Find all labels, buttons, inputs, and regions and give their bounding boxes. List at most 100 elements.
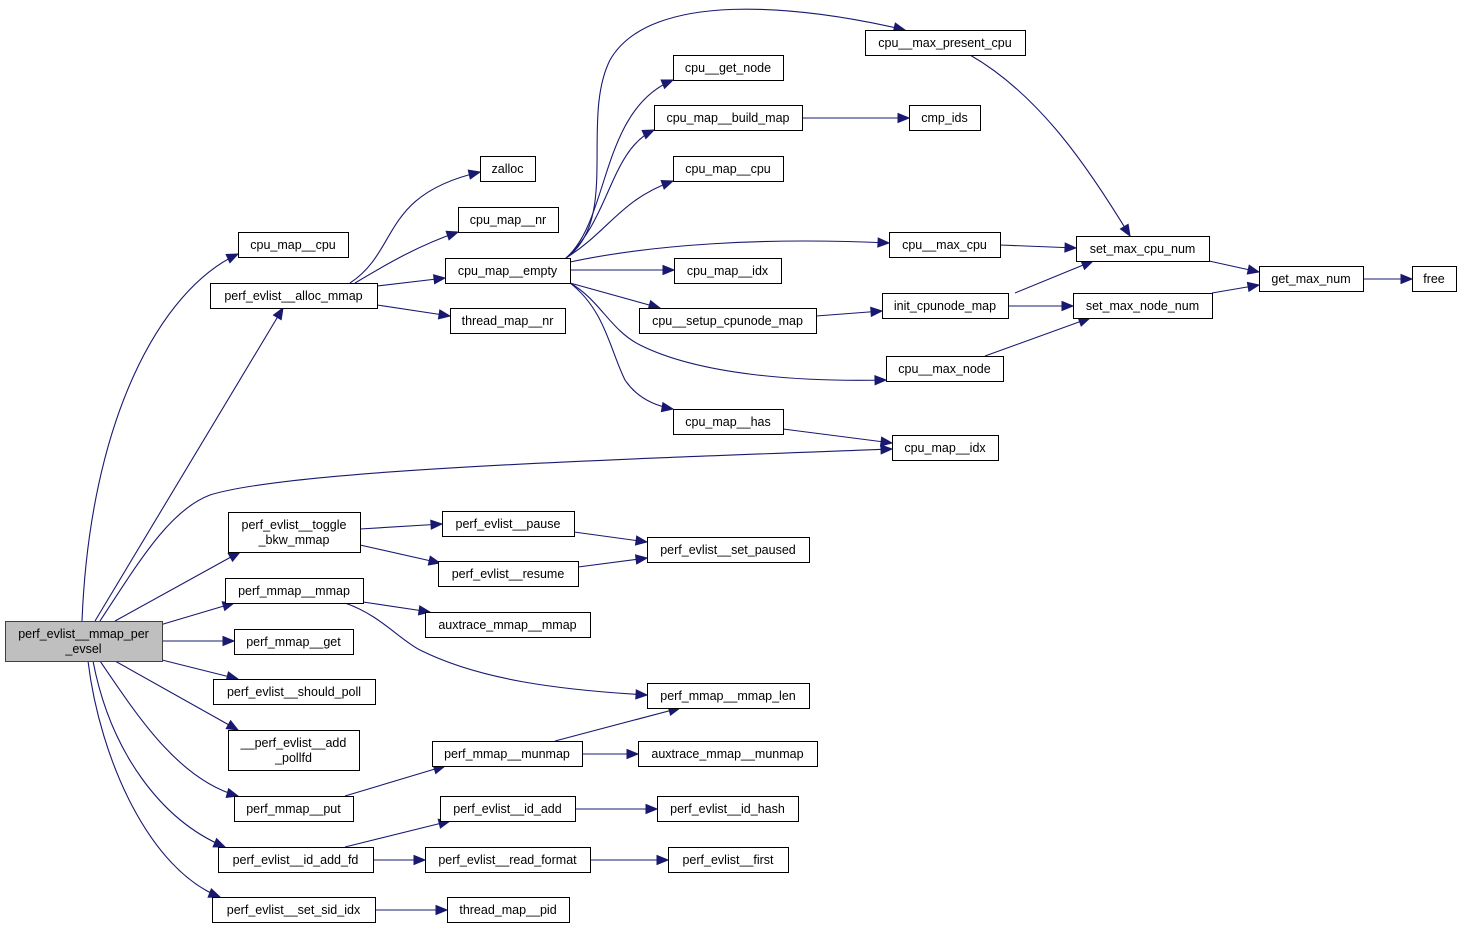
edge-perf_evlist__alloc_mmap-to-thread_map__nr [376, 304, 452, 320]
node-thread-map--nr[interactable]: thread_map__nr [450, 308, 566, 334]
node-cpu--max-present-cpu[interactable]: cpu__max_present_cpu [865, 30, 1026, 56]
node-perf-evlist--toggle-bkw-mmap[interactable]: perf_evlist__toggle_bkw_mmap [228, 512, 361, 553]
node-box [647, 537, 810, 563]
node-perf-mmap--mmap-len[interactable]: perf_mmap__mmap_len [647, 683, 810, 709]
edge-cpu_map__build_map-to-cmp_ids [802, 112, 911, 124]
node-label: perf_evlist__id_add [453, 802, 561, 816]
node-box [442, 511, 575, 537]
node-free[interactable]: free [1412, 266, 1457, 292]
node-cpu-map--empty[interactable]: cpu_map__empty [445, 258, 571, 284]
edge-line [81, 253, 239, 622]
node-get-max-num[interactable]: get_max_num [1259, 266, 1364, 292]
node-box [647, 683, 810, 709]
node-box [865, 30, 1026, 56]
node-box [480, 156, 536, 182]
node-label: cpu__max_node [898, 362, 990, 376]
node-box [909, 105, 981, 131]
node-perf-evlist--alloc-mmap[interactable]: perf_evlist__alloc_mmap [210, 283, 378, 309]
node-thread-map--pid[interactable]: thread_map__pid [447, 897, 570, 923]
node-cpu-map--build-map[interactable]: cpu_map__build_map [654, 105, 803, 131]
node-label: perf_evlist__toggle [242, 518, 347, 532]
node-box [458, 207, 559, 233]
node-cpu--max-cpu[interactable]: cpu__max_cpu [889, 232, 1001, 258]
node-cpu-map--cpu-b[interactable]: cpu_map__cpu [673, 156, 784, 182]
edge-perf_evlist__toggle_bkw_mmap-to-perf_evlist__pause [359, 519, 444, 530]
node-perf-evlist--set-sid-idx[interactable]: perf_evlist__set_sid_idx [212, 897, 376, 923]
node-perf-evlist--id-add[interactable]: perf_evlist__id_add [440, 796, 576, 822]
node-perf-mmap--mmap[interactable]: perf_mmap__mmap [225, 578, 364, 604]
arrowhead-icon [430, 519, 444, 530]
edge-line [569, 282, 661, 309]
node-perf-mmap--put[interactable]: perf_mmap__put [234, 796, 354, 822]
node-label: perf_evlist__id_add_fd [233, 853, 359, 867]
node-perf-evlist--first[interactable]: perf_evlist__first [668, 847, 789, 873]
node-init-cpunode-map[interactable]: init_cpunode_map [882, 293, 1009, 319]
arrowhead-icon [1400, 273, 1414, 285]
node-perf-evlist--should-poll[interactable]: perf_evlist__should_poll [213, 679, 376, 705]
edge-root-to-perf_mmap__get [162, 635, 236, 647]
node-cpu--get-node[interactable]: cpu__get_node [673, 55, 784, 81]
node-box [218, 847, 374, 873]
arrowhead-icon [656, 854, 670, 866]
node-label: cpu_map__idx [904, 441, 986, 455]
node-cpu--setup-cpunode-map[interactable]: cpu__setup_cpunode_map [639, 308, 817, 334]
node-box [450, 308, 566, 334]
edge-line [114, 660, 239, 731]
edge-cpu_map__empty-to-cpu_map__cpu_b [565, 179, 675, 259]
arrowhead-icon [1246, 264, 1261, 275]
node-perf-evlist--add-pollfd[interactable]: __perf_evlist__add_pollfd [228, 730, 360, 771]
edge-line [99, 660, 239, 797]
node-cpu-map--has[interactable]: cpu_map__has [673, 409, 784, 435]
node-perf-mmap--munmap[interactable]: perf_mmap__munmap [432, 741, 583, 767]
node-label: auxtrace_mmap__munmap [651, 747, 803, 761]
arrowhead-icon [897, 112, 911, 124]
edge-line [969, 54, 1131, 237]
node-cpu--max-node[interactable]: cpu__max_node [886, 356, 1004, 382]
node-perf-evlist--read-format[interactable]: perf_evlist__read_format [425, 847, 591, 873]
arrowhead-icon [870, 306, 884, 318]
node-box [432, 741, 583, 767]
node-cmp-ids[interactable]: cmp_ids [909, 105, 981, 131]
node-set-max-node-num[interactable]: set_max_node_num [1073, 293, 1213, 319]
node-cpu-map--idx-a[interactable]: cpu_map__idx [674, 258, 782, 284]
root-node[interactable]: perf_evlist__mmap_per_evsel [5, 621, 163, 662]
node-perf-mmap--get[interactable]: perf_mmap__get [234, 629, 354, 655]
arrowhead-icon [1064, 242, 1078, 253]
edge-root-to-perf_evlist__id_add_fd [92, 660, 227, 848]
node-box [673, 409, 784, 435]
edge-root-to-cpu_map__cpu_a [81, 253, 240, 622]
node-perf-evlist--set-paused[interactable]: perf_evlist__set_paused [647, 537, 810, 563]
edge-set_max_cpu_num-to-get_max_num [1208, 260, 1261, 275]
arrowhead-icon [877, 237, 891, 248]
node-perf-evlist--id-hash[interactable]: perf_evlist__id_hash [657, 796, 799, 822]
node-label: perf_evlist__pause [456, 517, 561, 531]
edge-root-to-perf_evlist__alloc_mmap [94, 306, 284, 622]
node-label: _bkw_mmap [258, 533, 330, 547]
edge-cpu__max_cpu-to-set_max_cpu_num [999, 242, 1078, 253]
node-label: thread_map__pid [459, 903, 556, 917]
node-box [882, 293, 1009, 319]
node-perf-evlist--pause[interactable]: perf_evlist__pause [442, 511, 575, 537]
edge-line [159, 602, 235, 626]
edge-perf_mmap__munmap-to-auxtrace_mmap__munmap [582, 748, 640, 760]
edge-line [569, 240, 890, 263]
node-cpu-map--idx-b[interactable]: cpu_map__idx [892, 435, 999, 461]
node-box [225, 578, 364, 604]
node-auxtrace-mmap--munmap[interactable]: auxtrace_mmap__munmap [638, 741, 818, 767]
edge-cpu_map__empty-to-cpu__max_present_cpu [565, 8, 907, 259]
node-auxtrace-mmap--mmap[interactable]: auxtrace_mmap__mmap [425, 612, 591, 638]
node-cpu-map--nr[interactable]: cpu_map__nr [458, 207, 559, 233]
arrowhead-icon [1246, 281, 1261, 293]
node-zalloc[interactable]: zalloc [480, 156, 536, 182]
node-perf-evlist--resume[interactable]: perf_evlist__resume [438, 561, 579, 587]
node-box [657, 796, 799, 822]
node-label: perf_mmap__munmap [444, 747, 570, 761]
edge-line [565, 79, 674, 259]
node-cpu-map--cpu-a[interactable]: cpu_map__cpu [238, 232, 349, 258]
node-box [674, 258, 782, 284]
arrowhead-icon [432, 274, 447, 285]
node-set-max-cpu-num[interactable]: set_max_cpu_num [1076, 236, 1210, 262]
edge-cpu_map__empty-to-cpu_map__idx_a [570, 264, 676, 276]
node-perf-evlist--id-add-fd[interactable]: perf_evlist__id_add_fd [218, 847, 374, 873]
edge-perf_evlist__alloc_mmap-to-zalloc [349, 169, 482, 284]
